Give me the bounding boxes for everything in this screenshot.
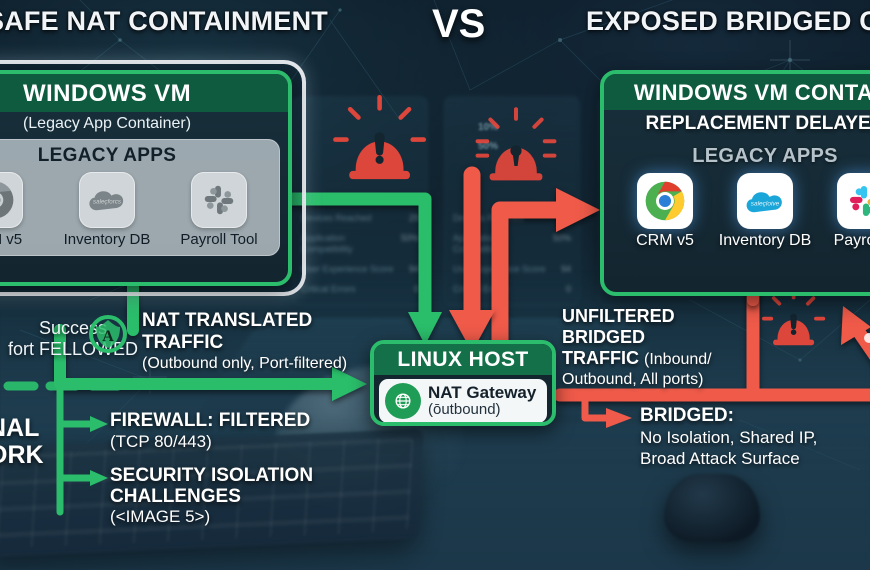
svg-text:saleçloive: saleçloive: [751, 200, 780, 207]
app-label: Inventory DB: [718, 232, 812, 249]
mouse-blur: [664, 474, 760, 542]
app-label: CRM v5: [636, 232, 694, 249]
background-dashboard-center: Devices Reached 29 Application Compatibil…: [292, 96, 592, 306]
app-item-crm-left[interactable]: CRM v5: [0, 172, 47, 248]
unfiltered-line2b: (Inbound/: [644, 351, 712, 368]
bg-metric-label: Devices Reached: [301, 213, 372, 223]
bg-metric-value: 0: [413, 284, 419, 294]
bg-percent-10: 10%: [478, 122, 499, 133]
bg-metric-value: 0: [565, 284, 571, 294]
nat-label-line2: (Outbound only, Port-filtered): [142, 355, 348, 372]
app-item-inventory-left[interactable]: saleçforcs Inventory DB: [55, 172, 159, 248]
legacy-apps-card-right: LEGACY APPS CRM v5: [610, 139, 870, 258]
legacy-apps-title-left: LEGACY APPS: [37, 145, 177, 166]
external-network-label: NAL ORK: [0, 415, 44, 469]
app-label: Payroll T: [833, 232, 870, 249]
vm-subtitle-right: REPLACEMENT DELAYED: [645, 113, 870, 134]
linux-host-panel: LINUX HOST NAT Gateway (ōutbound): [370, 340, 556, 426]
bridged-line1: BRIDGED:: [640, 405, 734, 426]
svg-text:saleçforcs: saleçforcs: [93, 199, 121, 206]
firewall-filtered-label: FIREWALL: FILTERED (TCP 80/443): [110, 410, 310, 452]
chrome-icon-gray: [0, 172, 23, 228]
app-label: Inventory DB: [63, 231, 151, 248]
vm-title-right: WINDOWS VM CONTAIN: [604, 74, 870, 110]
nat-gateway-globe-icon: [385, 383, 421, 419]
bridged-line3: Broad Attack Surface: [640, 449, 800, 468]
legacy-apps-title-right: LEGACY APPS: [692, 145, 838, 167]
vm-title-left: WINDOWS VM: [0, 74, 288, 112]
bg-metric-value: 29: [408, 213, 419, 223]
left-section-title: SAFE NAT CONTAINMENT: [0, 6, 328, 36]
security-line2: CHALLENGES: [110, 486, 241, 507]
salesforce-cloud-icon-gray: saleçforcs: [79, 172, 135, 228]
firewall-line2: (TCP 80/443): [110, 432, 212, 451]
app-label: CRM v5: [0, 231, 23, 248]
linux-host-title: LINUX HOST: [374, 344, 552, 375]
security-line3: (<IMAGE 5>): [110, 507, 211, 526]
unfiltered-line2a: TRAFFIC: [562, 348, 639, 368]
nat-gateway-sublabel: (ōutbound): [428, 401, 501, 418]
slack-icon-gray: [191, 172, 247, 228]
app-item-payroll-left[interactable]: Payroll Tool: [167, 172, 271, 248]
app-item-inventory-right[interactable]: saleçloive Inventory DB: [718, 173, 812, 250]
app-item-crm-right[interactable]: CRM v5: [618, 173, 712, 250]
bg-metric-value: 94: [560, 264, 571, 274]
svg-text:A: A: [102, 328, 114, 345]
nat-label-line1: NAT TRANSLATED TRAFFIC: [142, 310, 313, 353]
bg-metric-label: Critical Errors: [301, 284, 356, 294]
bridged-risk-label: BRIDGED: No Isolation, Shared IP, Broad …: [640, 405, 817, 469]
bg-metric-label: Application Compatibility: [301, 233, 353, 254]
bg-metric-value: 94: [408, 264, 419, 274]
salesforce-cloud-icon: saleçloive: [737, 173, 793, 229]
chrome-icon: [637, 173, 693, 229]
shield-logo-icon: A: [89, 315, 127, 353]
bg-percent-50: 50%: [478, 141, 499, 152]
slack-icon: [837, 173, 870, 229]
vm-subtitle-left: (Legacy App Container): [22, 115, 192, 132]
firewall-line1: FIREWALL: FILTERED: [110, 410, 311, 431]
bridged-line2: No Isolation, Shared IP,: [640, 428, 818, 447]
external-line1: NAL: [0, 414, 40, 442]
external-line2: ORK: [0, 441, 44, 469]
app-label: Payroll Tool: [180, 231, 258, 248]
nat-gateway-label: NAT Gateway: [428, 383, 537, 402]
nat-gateway-card: NAT Gateway (ōutbound): [379, 379, 547, 422]
unfiltered-line3: Outbound, All ports): [562, 371, 704, 388]
nat-translated-traffic-label: NAT TRANSLATED TRAFFIC (Outbound only, P…: [142, 310, 392, 373]
windows-vm-exposed-panel: WINDOWS VM CONTAIN REPLACEMENT DELAYED L…: [600, 70, 870, 296]
right-section-title: EXPOSED BRIDGED CONN: [586, 6, 870, 36]
bg-metric-value: 50%: [552, 233, 571, 243]
unfiltered-line1: UNFILTERED BRIDGED: [562, 306, 675, 347]
bg-metric-label: Application Compatibility: [453, 233, 505, 254]
bg-metric-value: 29: [560, 213, 571, 223]
bg-metric-value: 50%: [400, 233, 419, 243]
bg-metric-label: User Experience Score: [301, 264, 394, 274]
unfiltered-bridged-traffic-label: UNFILTERED BRIDGED TRAFFIC (Inbound/ Out…: [562, 306, 762, 389]
vs-divider-label: VS: [432, 2, 486, 46]
security-isolation-label: SECURITY ISOLATION CHALLENGES (<IMAGE 5>…: [110, 465, 313, 527]
bg-metric-label: Devices Reached: [453, 213, 524, 223]
security-line1: SECURITY ISOLATION: [110, 465, 314, 486]
bg-metric-label: Critical Errors: [453, 284, 508, 294]
app-item-payroll-right[interactable]: Payroll T: [818, 173, 870, 250]
bg-metric-label: User Experience Score: [453, 264, 546, 274]
legacy-apps-card-left: LEGACY APPS CRM v5: [0, 139, 280, 256]
windows-vm-safe-panel: WINDOWS VM (Legacy App Container) LEGACY…: [0, 70, 292, 286]
